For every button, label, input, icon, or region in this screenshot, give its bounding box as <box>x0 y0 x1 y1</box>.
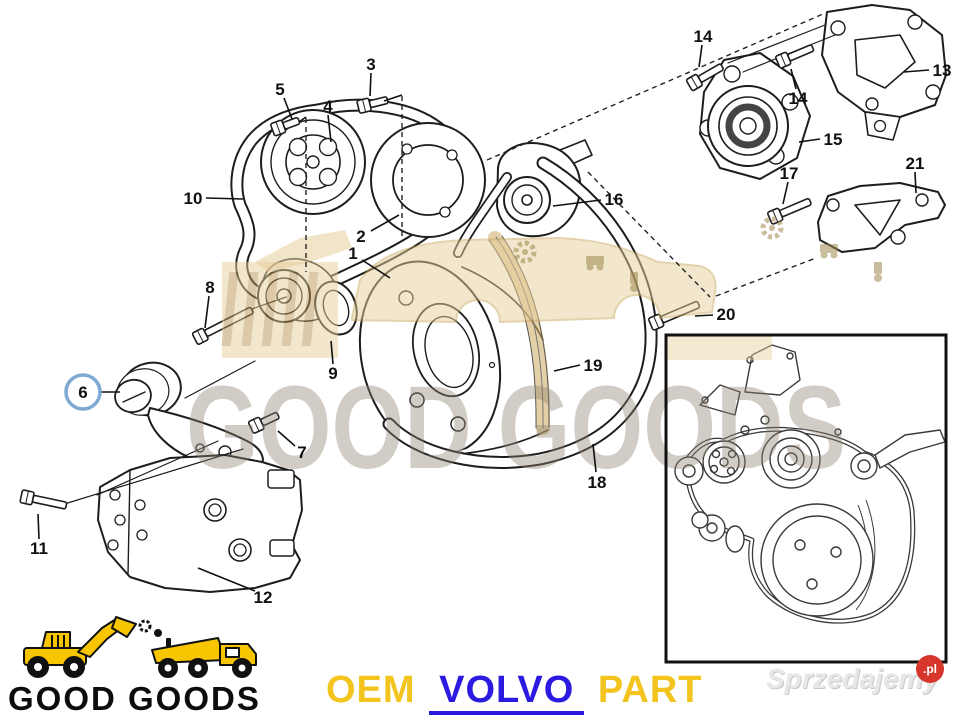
good-goods-logo: GOOD GOODS <box>6 610 306 720</box>
callout-20: 20 <box>717 305 736 324</box>
fan-hub-15 <box>699 52 811 180</box>
watermark-grille-shape <box>221 262 338 358</box>
idler-ring-2 <box>370 122 486 238</box>
tensioner-pulley-6 <box>114 361 182 417</box>
callout-leader-lines <box>37 44 930 592</box>
watermark-gear-icon <box>513 216 784 264</box>
bolt-7 <box>247 411 280 434</box>
callout-17: 17 <box>780 164 799 183</box>
marketplace-pl-badge: .pl <box>916 655 944 683</box>
callout-15: 15 <box>824 130 843 149</box>
callout-1: 1 <box>348 244 357 263</box>
callout-11: 11 <box>30 539 48 558</box>
callout-16: 16 <box>605 190 624 209</box>
callout-9: 9 <box>328 364 337 383</box>
callout-5: 5 <box>275 80 284 99</box>
callout-numbers: 1 2 3 4 5 6 7 8 9 10 11 12 13 14 14 15 1… <box>30 27 951 607</box>
pulley-4 <box>260 109 366 215</box>
watermark-brand-text: GOOD GOODS <box>186 362 846 494</box>
callout-21: 21 <box>906 154 925 173</box>
callout-4: 4 <box>323 97 333 116</box>
callout-14b: 14 <box>789 89 808 108</box>
watermark-arm-shape <box>255 230 352 272</box>
bolt-11 <box>19 489 68 510</box>
callout-12: 12 <box>254 588 273 607</box>
marketplace-watermark: Sprzedajemy .pl <box>766 655 956 713</box>
dump-truck-icon <box>151 637 257 678</box>
watermark-truck-shape <box>351 236 717 324</box>
watermark-piston-icon <box>630 262 882 292</box>
bolt-3 <box>356 96 389 114</box>
brand-text: VOLVO <box>429 669 585 715</box>
mount-bracket-12 <box>97 454 303 593</box>
bolt-5 <box>270 116 301 137</box>
bolt-14b <box>774 44 815 69</box>
marketplace-name: Sprzedajemy <box>766 663 939 694</box>
callout-18: 18 <box>588 473 607 492</box>
bolt-14a <box>685 63 724 92</box>
tensioner-16-pulley <box>503 176 551 224</box>
callout-3: 3 <box>366 55 375 74</box>
wheel-loader-icon <box>23 616 137 678</box>
callout-13: 13 <box>933 61 952 80</box>
falling-parts-icons <box>138 619 171 647</box>
logo-vehicles-icon <box>23 616 257 678</box>
watermark-layer: GOOD GOODS <box>186 216 882 494</box>
callout-6: 6 <box>78 383 87 402</box>
bracket-21 <box>817 182 946 253</box>
bracket-13 <box>821 4 947 141</box>
watermark-tractor-icon <box>586 244 838 271</box>
callout-10: 10 <box>184 189 203 208</box>
callout-7: 7 <box>297 443 306 462</box>
callout-19: 19 <box>584 356 603 375</box>
inset-border <box>664 333 948 664</box>
logo-brand-text: GOOD GOODS <box>8 680 261 717</box>
inset-assembled-view <box>666 335 946 662</box>
part-text: PART <box>597 669 703 711</box>
callout-14a: 14 <box>694 27 713 46</box>
callout-2: 2 <box>356 227 365 246</box>
watermark-corner-shape <box>667 336 772 360</box>
oem-text: OEM <box>326 669 416 711</box>
alignment-dashed-lines <box>305 13 824 298</box>
bolt-17 <box>766 197 812 225</box>
oem-part-caption: OEM VOLVO PART <box>326 669 703 715</box>
highlight-ring <box>64 373 102 411</box>
callout-8: 8 <box>205 278 214 297</box>
